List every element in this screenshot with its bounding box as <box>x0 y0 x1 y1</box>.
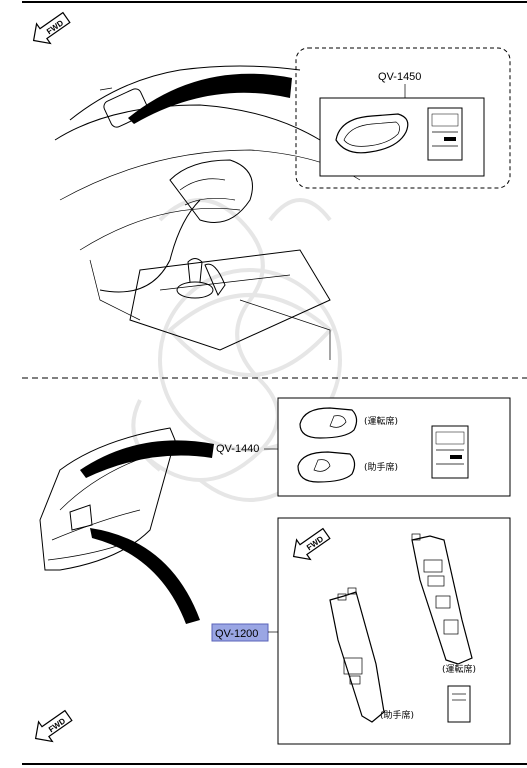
fwd-arrow-bottom-icon: FWD <box>34 709 73 743</box>
part-label-qv1440: QV-1440 <box>216 443 259 455</box>
parts-box-switch-panel <box>277 517 511 745</box>
part-label-qv1200[interactable]: QV-1200 <box>215 628 258 640</box>
door-illustration <box>39 427 176 571</box>
callout-box-top <box>295 47 511 189</box>
pointer-swoosh-door-bottom <box>90 528 200 624</box>
switch-panel-passenger-part <box>329 591 385 723</box>
door-trim-passenger-part <box>297 451 356 483</box>
passenger-seat-label: (助手席) <box>364 461 398 473</box>
switch-driver-label: (運転席) <box>442 663 476 675</box>
instruction-manual-switch <box>447 685 471 723</box>
pointer-swoosh-top <box>128 73 292 124</box>
parts-box-door-trim <box>277 397 511 497</box>
door-trim-driver-part <box>299 407 358 439</box>
pointer-swoosh-door-top <box>80 440 214 478</box>
driver-seat-label: (運転席) <box>364 415 398 427</box>
dashboard-illustration <box>54 65 361 360</box>
part-label-highlight <box>211 623 269 642</box>
part-label-qv1450: QV-1450 <box>378 71 421 83</box>
switch-panel-driver-part <box>411 535 473 665</box>
mirror-bezel-part <box>335 113 409 154</box>
switch-passenger-label: (助手席) <box>380 709 414 721</box>
fwd-arrow-icon: FWD <box>32 11 71 45</box>
